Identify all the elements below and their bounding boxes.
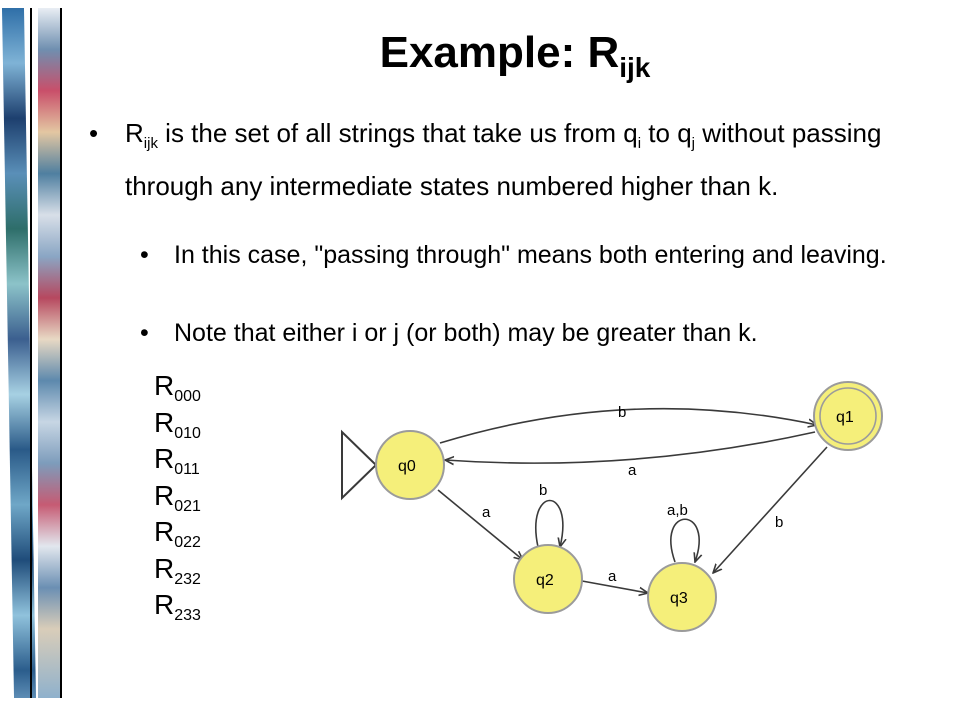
svg-text:q3: q3 (670, 590, 688, 607)
bullet-dot: • (140, 241, 149, 269)
svg-text:q2: q2 (536, 572, 554, 589)
automaton-diagram: b a a b a a,b b q0 q1 q2 q3 (341, 381, 883, 632)
r-term: R232 (154, 552, 201, 588)
state-q2: q2 (513, 544, 583, 614)
r-term-list: R000 R010 R011 R021 R022 R232 R233 (154, 368, 201, 624)
r-term: R000 (154, 370, 201, 405)
r-term: R010 (154, 406, 201, 442)
strip-border-right (60, 8, 62, 698)
edge-label-q3-loop: a,b (667, 502, 688, 519)
state-q1-accepting: q1 (813, 381, 883, 451)
state-q3: q3 (647, 562, 717, 632)
state-q0: q0 (375, 430, 445, 500)
edge-label-q0-q1: b (618, 404, 626, 421)
bullet-note: • Note that either i or j (or both) may … (140, 314, 954, 352)
strip-border-left (30, 8, 32, 698)
edge-q2-q3 (581, 580, 648, 593)
edge-q1-q0 (445, 431, 816, 463)
decorative-strip-right (38, 8, 60, 698)
edge-label-q1-q3: b (775, 514, 783, 531)
r-term: R022 (154, 516, 201, 551)
edge-label-q1-q0: a (628, 462, 637, 479)
bullet-dot: • (89, 118, 99, 148)
edge-q3-q3-loop (670, 518, 699, 562)
bullet-passing-through: • In this case, "passing through" means … (140, 236, 934, 274)
edge-label-q2-loop: b (539, 482, 547, 499)
bullet-main: • Rijk is the set of all strings that ta… (89, 112, 955, 207)
edge-q0-q1 (439, 407, 817, 444)
edge-q0-q2 (437, 489, 523, 560)
slide-title: Example: Rijk (379, 28, 651, 83)
edge-label-q2-q3: a (608, 568, 617, 585)
start-arrow-icon (341, 429, 378, 501)
svg-text:q1: q1 (836, 409, 854, 426)
edge-label-q0-q2: a (482, 504, 491, 521)
r-term: R011 (154, 443, 200, 478)
edge-q1-q3 (713, 446, 828, 573)
bullet-dot: • (140, 319, 149, 347)
svg-text:q0: q0 (398, 458, 416, 475)
r-term: R233 (154, 589, 201, 624)
edge-q2-q2-loop (535, 499, 563, 548)
r-term: R021 (154, 479, 201, 515)
